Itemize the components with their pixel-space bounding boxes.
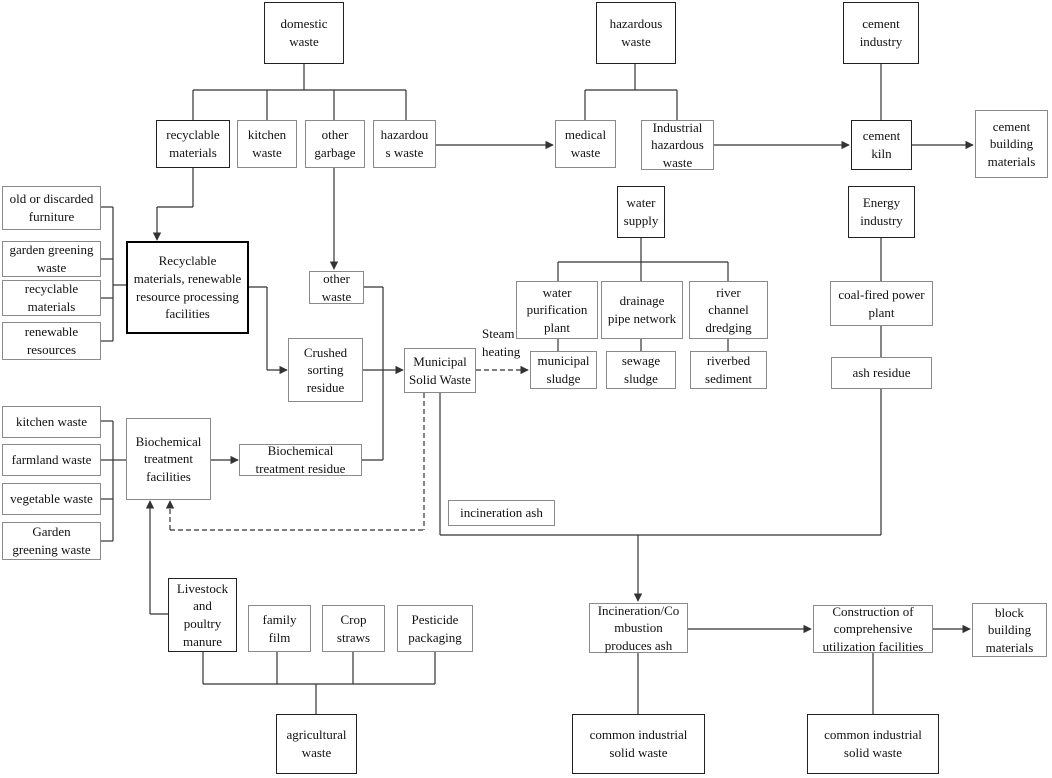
node-incineration-ash: incineration ash bbox=[448, 500, 555, 526]
label-steam-heating: Steam heating bbox=[482, 326, 521, 359]
node-vegetable-waste: vegetable waste bbox=[2, 483, 101, 515]
node-ash-residue: ash residue bbox=[831, 357, 932, 389]
node-kitchen-waste-left: kitchen waste bbox=[2, 406, 101, 438]
node-farmland-waste: farmland waste bbox=[2, 444, 101, 476]
